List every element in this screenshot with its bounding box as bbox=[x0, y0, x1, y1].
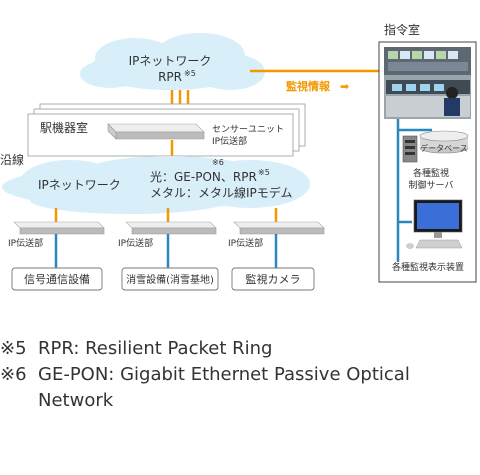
command-room-photo bbox=[384, 47, 471, 119]
field-1-device: 信号通信設備 bbox=[24, 272, 90, 286]
mid-cloud-line1: 光：GE-PON、RPR bbox=[150, 170, 257, 184]
field-3-ip-label: IP伝送部 bbox=[228, 237, 263, 249]
top-cloud bbox=[80, 33, 265, 90]
station-room-label: 駅機器室 bbox=[40, 120, 88, 135]
mid-cloud-title: IPネットワーク bbox=[38, 178, 121, 192]
field-unit-2 bbox=[121, 208, 219, 291]
footnote-5: ※5 RPR: Resilient Packet Ring bbox=[0, 336, 480, 362]
command-room-links bbox=[396, 119, 432, 262]
route-label: 沿線 bbox=[0, 152, 24, 167]
footnote-5-mark: ※5 bbox=[0, 338, 27, 359]
server-label-2: 制御サーバ bbox=[409, 179, 454, 191]
footnotes: ※5 RPR: Resilient Packet Ring ※6 GE-PON:… bbox=[0, 336, 480, 414]
monitor-display-icon bbox=[406, 199, 463, 249]
field-unit-1 bbox=[11, 208, 105, 291]
sensor-unit-label: センサーユニット bbox=[212, 124, 284, 135]
command-room-title: 指令室 bbox=[384, 22, 420, 37]
mid-cloud-line2: メタル：メタル線IPモデム bbox=[150, 185, 293, 200]
footnote-6: ※6 GE-PON: Gigabit Ethernet Passive Opti… bbox=[0, 362, 480, 414]
database-icon bbox=[419, 130, 469, 154]
mid-cloud-note5: ※5 bbox=[258, 168, 270, 177]
monitor-info-label: 監視情報 bbox=[286, 79, 331, 93]
field-2-device: 消雪設備(消雪基地) bbox=[126, 273, 214, 286]
footnote-6-mark: ※6 bbox=[0, 364, 27, 385]
field-1-ip-label: IP伝送部 bbox=[8, 237, 43, 249]
station-ip-unit-label: IP伝送部 bbox=[212, 135, 247, 147]
sensor-unit-device bbox=[107, 123, 205, 140]
server-label-1: 各種監視 bbox=[413, 167, 449, 179]
monitor-arrow-icon: ➡ bbox=[340, 80, 349, 93]
middle-cloud bbox=[2, 156, 310, 214]
database-label: データベース bbox=[420, 143, 468, 153]
station-room-stack bbox=[27, 103, 306, 157]
top-cloud-subtitle: RPR bbox=[158, 70, 182, 84]
footnote-6-text: GE-PON: Gigabit Ethernet Passive Optical… bbox=[38, 364, 410, 411]
field-3-device: 監視カメラ bbox=[246, 272, 301, 286]
mid-cloud-note6: ※6 bbox=[212, 158, 224, 167]
server-rack-icon bbox=[402, 135, 418, 163]
top-cloud-note-mark: ※5 bbox=[184, 69, 196, 78]
display-label: 各種監視表示装置 bbox=[392, 261, 464, 273]
field-2-ip-label: IP伝送部 bbox=[118, 237, 153, 249]
field-unit-3 bbox=[231, 208, 325, 291]
top-cloud-title: IPネットワーク bbox=[129, 54, 212, 68]
footnote-5-text: RPR: Resilient Packet Ring bbox=[38, 338, 273, 359]
